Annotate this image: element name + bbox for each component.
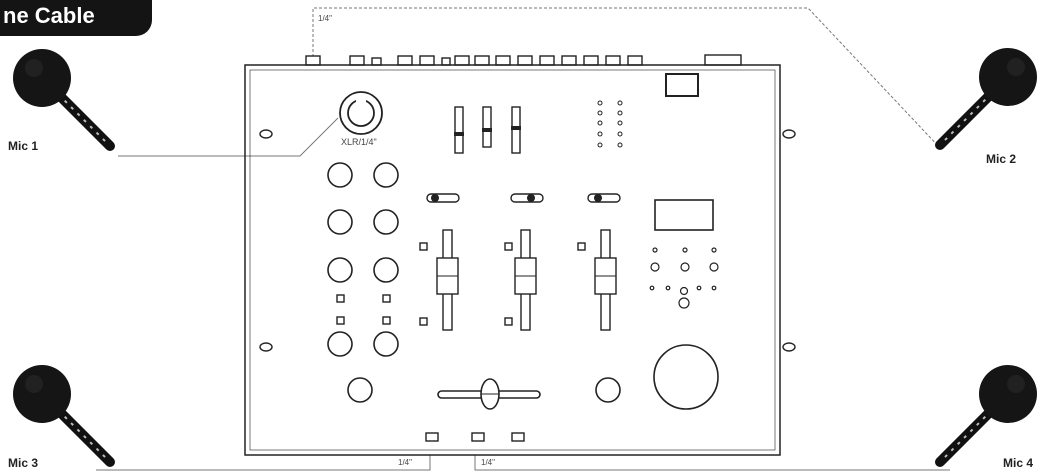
cable-mic1 xyxy=(118,117,339,157)
mic-1-icon xyxy=(13,49,110,146)
mic-3-label: Mic 3 xyxy=(8,456,39,470)
combo-jack-label: XLR/1/4" xyxy=(341,137,377,147)
bottom-controls xyxy=(347,344,719,410)
title-banner: ne Cable xyxy=(0,0,152,36)
mic-2-label: Mic 2 xyxy=(986,152,1017,166)
channel-toggle-knobs xyxy=(431,194,602,202)
xlr-combo-input xyxy=(339,91,383,135)
small-buttons-left xyxy=(336,242,586,326)
top-jack-label: 1/4" xyxy=(318,14,332,23)
front-jacks xyxy=(425,432,525,442)
mixer-panel xyxy=(244,64,781,456)
bottom-left-jack-label: 1/4" xyxy=(398,458,412,467)
right-controls xyxy=(649,247,719,309)
power-switch xyxy=(665,73,699,97)
mic-3-icon xyxy=(13,365,110,462)
channel-faders xyxy=(436,229,617,331)
gain-slider-knobs xyxy=(454,126,521,136)
rear-jacks xyxy=(305,54,742,66)
display-screen xyxy=(654,199,714,231)
cable-mic4 xyxy=(474,455,950,471)
cables xyxy=(96,7,950,471)
title-text: ne Cable xyxy=(3,3,95,28)
bottom-right-jack-label: 1/4" xyxy=(481,458,495,467)
led-meter xyxy=(597,100,623,148)
mic-2-icon xyxy=(940,48,1037,145)
channel-toggles xyxy=(426,193,621,203)
mic-4-label: Mic 4 xyxy=(1003,456,1034,470)
cable-mic2 xyxy=(312,7,943,151)
cable-mic3 xyxy=(96,455,431,471)
mic-4-icon xyxy=(940,365,1037,462)
mounting-holes xyxy=(259,129,796,352)
mic-1-label: Mic 1 xyxy=(8,139,39,153)
eq-knobs xyxy=(327,162,399,357)
